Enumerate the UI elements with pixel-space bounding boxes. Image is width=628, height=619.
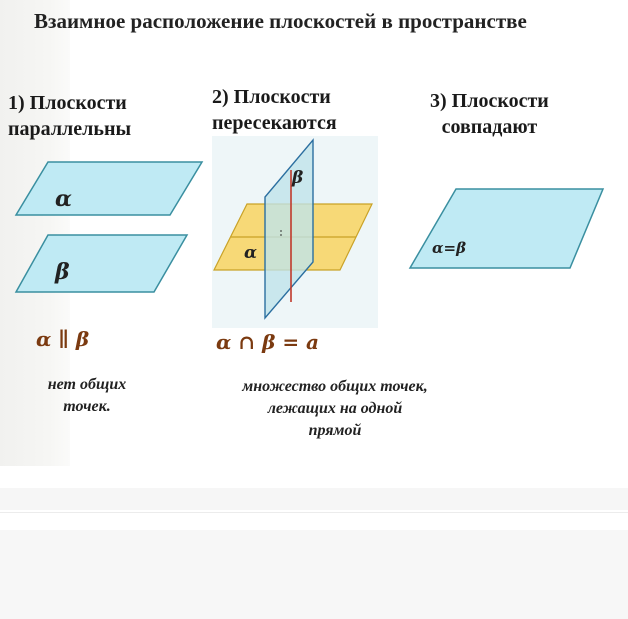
note-parallel: нет общих точек. [47, 376, 127, 415]
case-parallel-heading: 1) Плоскости параллельны [8, 92, 132, 140]
case-coincide-heading: 3) Плоскости совпадают [430, 90, 549, 138]
plane-beta [14, 234, 189, 293]
label-alpha-equals-beta: α=β [432, 239, 467, 257]
bottom-band [0, 488, 628, 510]
case-intersect-heading: 2) Плоскости пересекаются [212, 86, 337, 134]
relation-intersect: α ∩ β = a [216, 330, 319, 354]
vertical-plane-beta [264, 138, 314, 320]
relation-parallel: α ∥ β [36, 327, 90, 351]
label-beta: β [55, 259, 70, 285]
label-alpha-horizontal: α [244, 243, 258, 263]
bottom-panel [0, 530, 628, 619]
page-title: Взаимное расположение плоскостей в прост… [34, 9, 527, 33]
plane-coincident [408, 188, 605, 269]
label-beta-vertical: β [292, 168, 304, 188]
plane-alpha [14, 161, 204, 216]
note-intersect: множество общих точек, лежащих на одной … [242, 378, 428, 439]
left-decor-strip [0, 0, 70, 466]
label-alpha: α [55, 186, 72, 212]
bottom-divider [0, 512, 628, 513]
